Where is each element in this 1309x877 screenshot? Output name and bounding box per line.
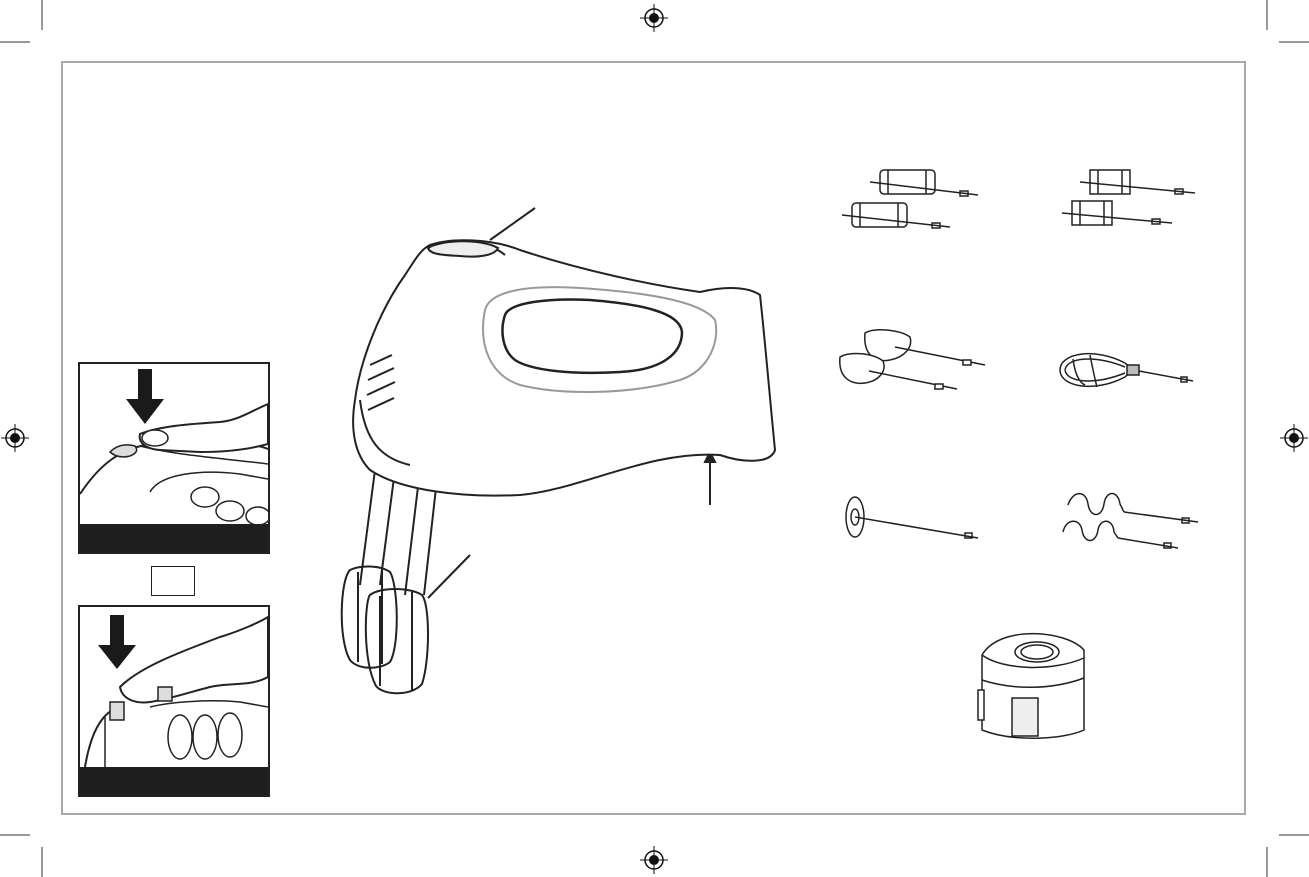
hand-mixer-icon bbox=[320, 200, 790, 710]
eject-step-1-caption-bar bbox=[80, 524, 268, 552]
eject-step-2-panel bbox=[78, 605, 270, 797]
press-eject-hand-icon bbox=[80, 607, 268, 769]
dough-hooks-icon bbox=[1058, 490, 1203, 555]
registration-mark-right bbox=[1280, 424, 1308, 452]
milkshake-rod-icon bbox=[840, 490, 985, 545]
flat-beaters-icon bbox=[1060, 165, 1205, 240]
registration-mark-top bbox=[640, 4, 668, 32]
or-box bbox=[151, 566, 195, 596]
registration-mark-left bbox=[1, 424, 29, 452]
whisk-icon bbox=[1055, 345, 1200, 395]
traditional-beaters-icon bbox=[840, 165, 985, 240]
registration-mark-bottom bbox=[640, 846, 668, 874]
paddle-beaters-icon bbox=[835, 325, 990, 400]
press-eject-button-icon bbox=[80, 364, 268, 526]
eject-step-1-panel bbox=[78, 362, 270, 554]
eject-step-2-caption-bar bbox=[80, 767, 268, 795]
storage-case-icon bbox=[972, 630, 1092, 745]
